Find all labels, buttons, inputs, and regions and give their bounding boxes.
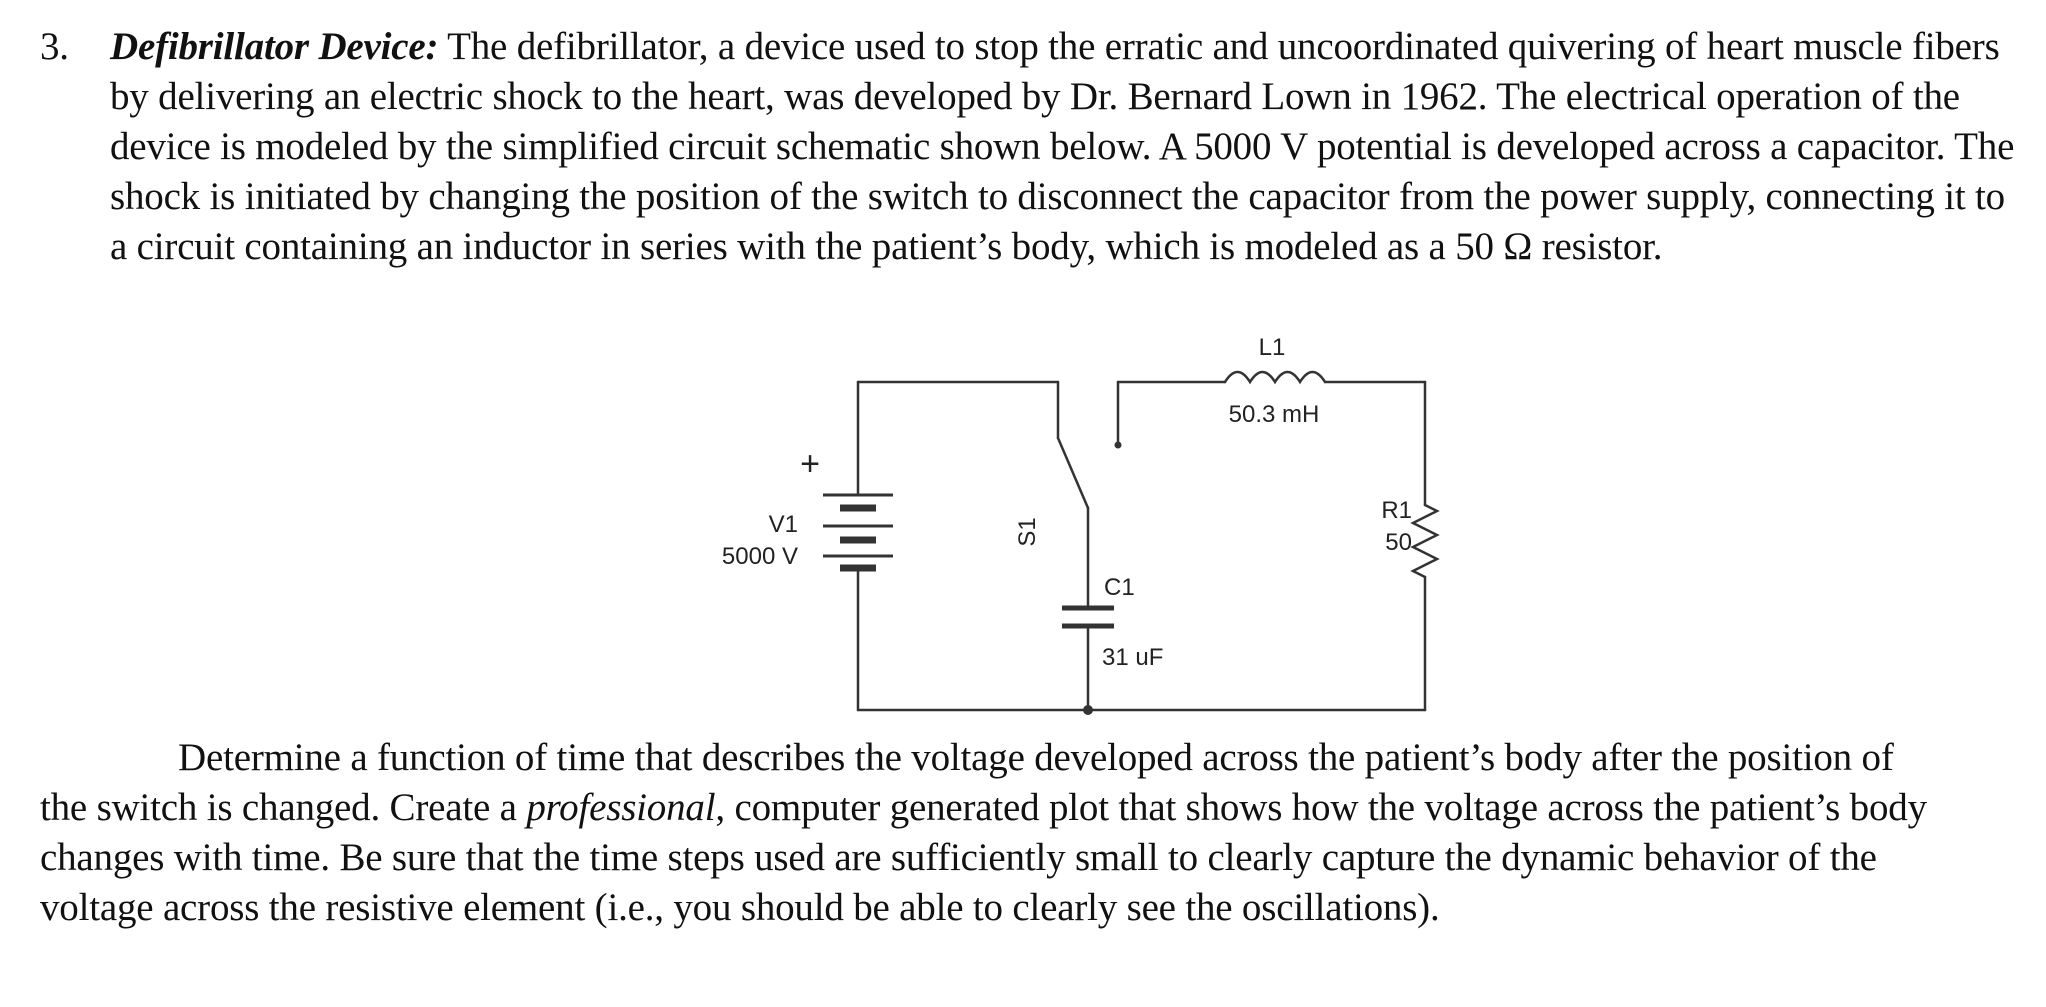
circuit-schematic: + V1 5000 V S1 C1 31 uF L1 50.3 mH R1 50 xyxy=(690,320,1450,720)
problem-statement: 3. Defibrillator Device: The defibrillat… xyxy=(40,22,2020,272)
task-text-before: Determine a function of time that descri… xyxy=(40,736,1894,829)
inductor-coil xyxy=(1223,370,1327,385)
task-statement: Determine a function of time that descri… xyxy=(40,733,1940,933)
problem-lead-title: Defibrillator Device: xyxy=(110,25,439,68)
capacitor-symbol xyxy=(1062,605,1114,629)
inductor-name-label: L1 xyxy=(1259,334,1286,361)
resistor-value-label: 50 xyxy=(1385,529,1412,556)
task-text-after: , computer generated plot that shows how… xyxy=(40,786,1927,929)
problem-intro-text: The defibrillator, a device used to stop… xyxy=(110,25,2015,268)
capacitor-name-label: C1 xyxy=(1104,574,1135,601)
problem-3: 3. Defibrillator Device: The defibrillat… xyxy=(40,22,2020,272)
junction-dot xyxy=(1083,705,1093,715)
battery-symbol xyxy=(823,493,893,572)
switch-blade xyxy=(1056,436,1090,510)
switch-contact-dot xyxy=(1114,441,1122,449)
circuit-schematic-svg: + V1 5000 V S1 C1 31 uF L1 50.3 mH R1 50 xyxy=(722,334,1440,715)
switch-name-label: S1 xyxy=(1014,517,1041,546)
inductor-value-label: 50.3 mH xyxy=(1229,401,1320,428)
source-value-label: 5000 V xyxy=(722,543,798,570)
battery-plus-sign: + xyxy=(800,445,820,483)
source-name-label: V1 xyxy=(769,511,798,538)
problem-number: 3. xyxy=(40,25,69,68)
resistor-name-label: R1 xyxy=(1381,497,1412,524)
capacitor-value-label: 31 uF xyxy=(1102,644,1163,671)
task-emphasis: professional xyxy=(526,786,716,829)
resistor-zigzag xyxy=(1410,503,1440,579)
